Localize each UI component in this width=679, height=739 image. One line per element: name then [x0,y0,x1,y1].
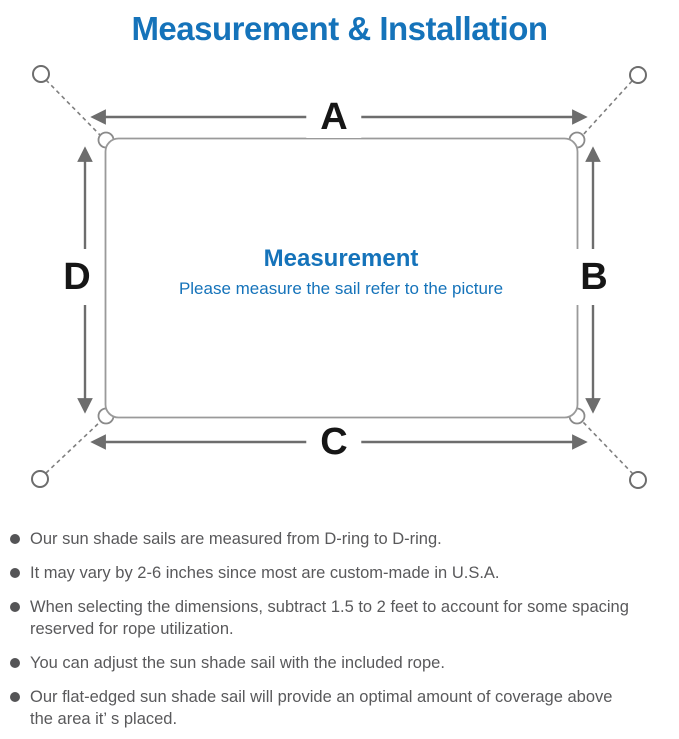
diagram-caption-subtitle: Please measure the sail refer to the pic… [178,279,504,298]
anchor-point-icon [629,66,647,84]
page-title: Measurement & Installation [131,9,548,47]
dimension-label-d: D [59,249,95,305]
bullet-icon [10,658,20,668]
note-item: When selecting the dimensions, subtract … [10,596,673,640]
note-item: You can adjust the sun shade sail with t… [10,652,673,674]
dimension-label-c: C [306,421,362,463]
note-text: Our flat-edged sun shade sail will provi… [30,688,613,728]
note-text: You can adjust the sun shade sail with t… [30,654,445,672]
notes-list: Our sun shade sails are measured from D-… [10,528,673,730]
note-item: Our sun shade sails are measured from D-… [10,528,673,550]
bullet-icon [10,602,20,612]
rope-line-top-right [581,80,633,137]
dimension-label-b: B [576,249,612,305]
bullet-icon [10,692,20,702]
note-text: It may vary by 2-6 inches since most are… [30,564,500,582]
anchor-point-icon [629,471,647,489]
rope-line-top-left [45,79,102,137]
dimension-label-a: A [306,96,362,138]
diagram-caption: Measurement Please measure the sail refe… [179,245,503,299]
diagram-caption-title: Measurement [263,245,419,272]
rope-line-bottom-left [45,420,102,474]
rope-line-bottom-right [581,420,634,475]
note-item: It may vary by 2-6 inches since most are… [10,562,673,584]
note-item: Our flat-edged sun shade sail will provi… [10,686,673,730]
bullet-icon [10,568,20,578]
anchor-point-icon [31,470,49,488]
note-text: When selecting the dimensions, subtract … [30,598,629,638]
bullet-icon [10,534,20,544]
anchor-point-icon [32,65,50,83]
note-text: Our sun shade sails are measured from D-… [30,530,442,548]
measurement-diagram: A B C D Measurement Please measure the s… [0,57,679,517]
